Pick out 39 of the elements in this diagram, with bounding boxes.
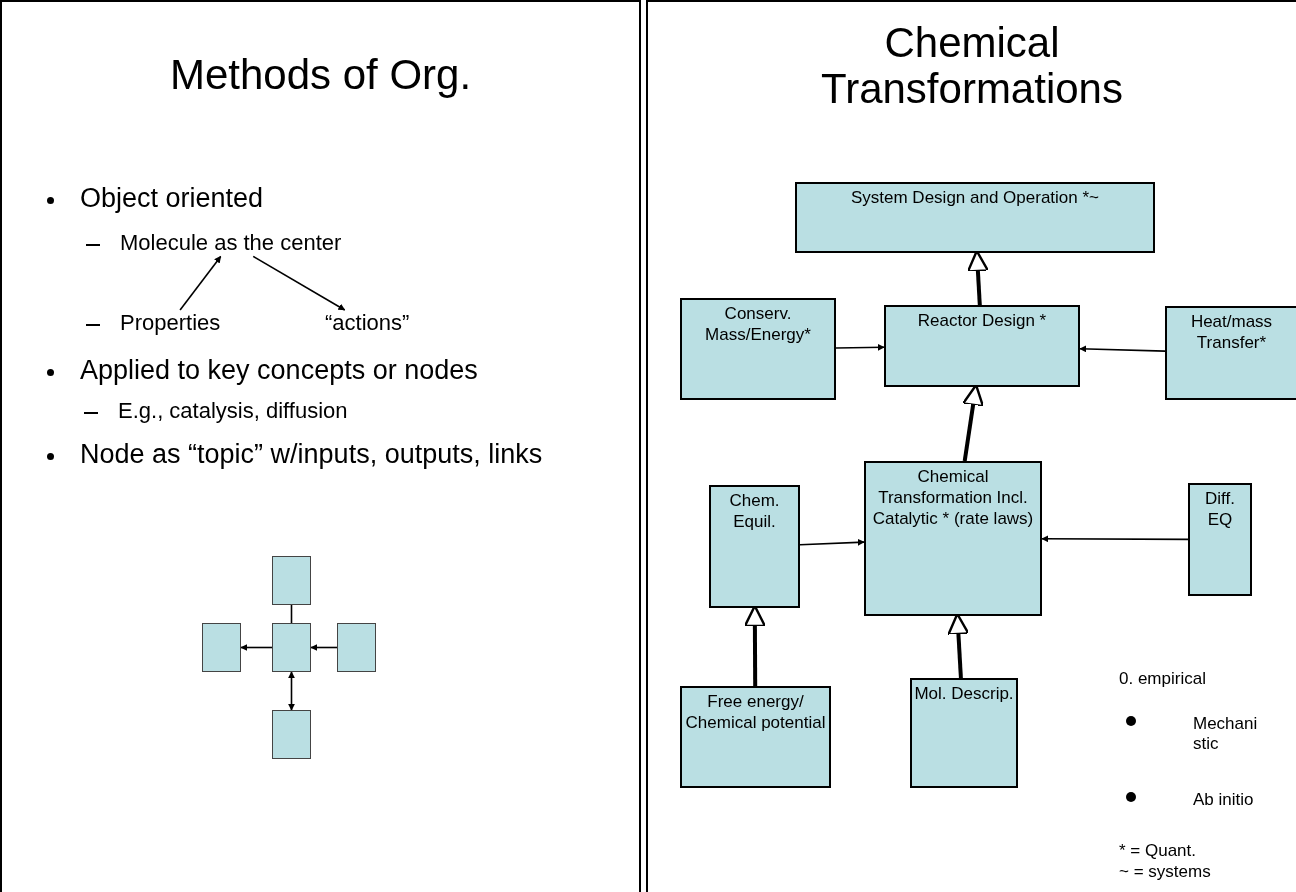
topic-box: Heat/mass Transfer* bbox=[1165, 306, 1296, 400]
arrow bbox=[179, 255, 222, 311]
arrow bbox=[310, 644, 338, 651]
arrow bbox=[288, 671, 295, 711]
bullet-text: Object oriented bbox=[80, 182, 264, 215]
topic-box: Chem. Equil. bbox=[709, 485, 800, 608]
panel-heading: Chemical Transformations bbox=[820, 20, 1124, 112]
topic-box: Chemical Transformation Incl. Catalytic * (rate laws) bbox=[864, 461, 1042, 616]
bullet-text: Ab initio bbox=[1193, 790, 1254, 811]
topic-box: System Design and Operation *~ bbox=[795, 182, 1155, 253]
arrow bbox=[1041, 535, 1189, 543]
sub-bullet-text: “actions” bbox=[325, 310, 410, 337]
topic-box: Mol. Descrip. bbox=[910, 678, 1018, 788]
bullet-text: Mechanistic bbox=[1193, 714, 1259, 755]
topic-box: Diff. EQ bbox=[1188, 483, 1252, 596]
slide-panel bbox=[0, 0, 641, 892]
bullet-text: Applied to key concepts or nodes bbox=[80, 354, 478, 387]
node-box bbox=[272, 710, 311, 759]
topic-box: Conserv. Mass/Energy* bbox=[680, 298, 836, 400]
bullet-text: ~ = systems bbox=[1119, 862, 1211, 883]
bullet-text: E.g., catalysis, diffusion bbox=[118, 398, 348, 425]
slide-panel bbox=[646, 0, 1296, 892]
topic-box: Free energy/ Chemical potential bbox=[680, 686, 831, 788]
arrow bbox=[240, 644, 273, 651]
arrow bbox=[1079, 345, 1166, 353]
node-box bbox=[337, 623, 376, 672]
node-box bbox=[202, 623, 241, 672]
arrow bbox=[252, 255, 346, 311]
arrow bbox=[835, 343, 885, 351]
node-box bbox=[272, 556, 311, 605]
panel-heading: Methods of Org. bbox=[168, 52, 473, 98]
bullet-text: * = Quant. bbox=[1119, 841, 1197, 862]
topic-box: Reactor Design * bbox=[884, 305, 1080, 387]
node-box bbox=[272, 623, 311, 672]
arrow bbox=[799, 538, 865, 546]
sub-bullet-text: Properties bbox=[120, 310, 221, 337]
bullet-text: 0. empirical bbox=[1119, 669, 1206, 690]
bullet-text: Node as “topic” w/inputs, outputs, links bbox=[80, 438, 544, 471]
sub-bullet-text: Molecule as the center bbox=[120, 230, 342, 257]
